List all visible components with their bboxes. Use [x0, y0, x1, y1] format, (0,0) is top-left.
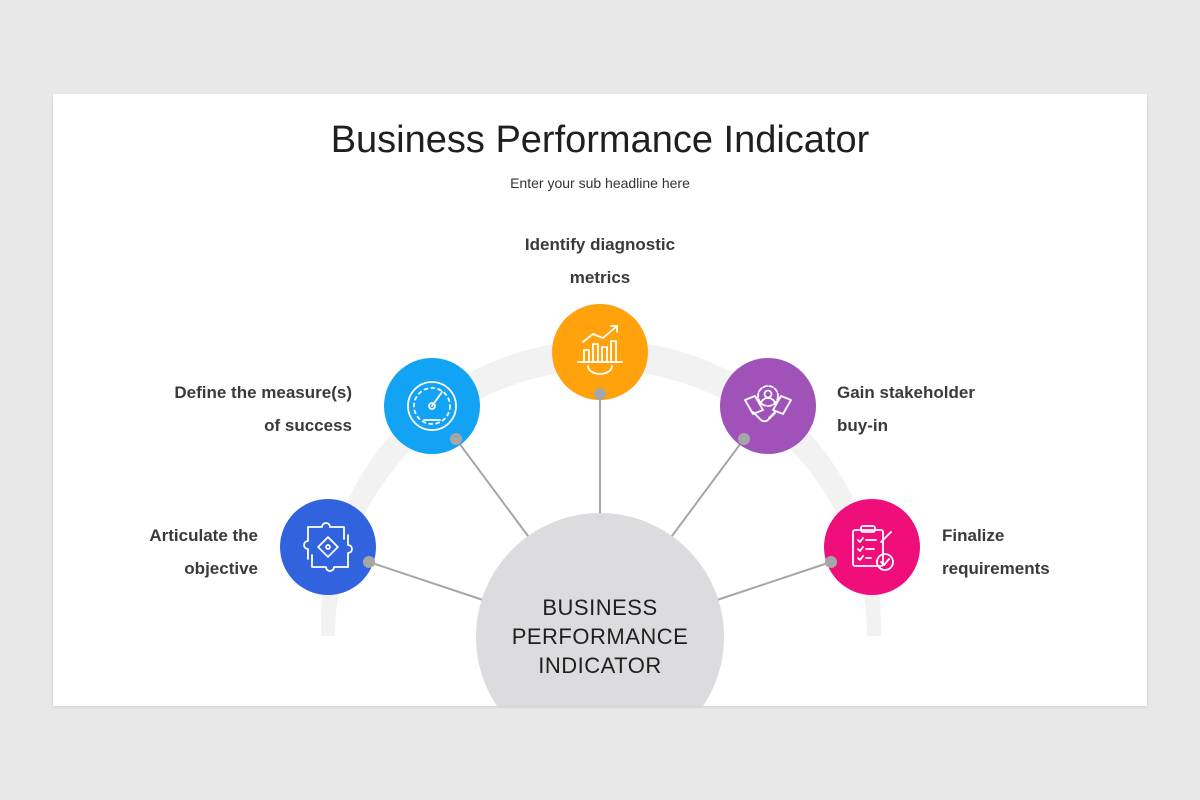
- connector-1: [368, 561, 484, 601]
- label-line: metrics: [569, 268, 631, 287]
- label-line: buy-in: [837, 416, 888, 435]
- label-line: Define the measure(s): [174, 383, 352, 402]
- label-stakeholder-buyin: Gain stakeholder buy-in: [837, 376, 1037, 442]
- node-finalize-requirements: [824, 499, 920, 595]
- label-finalize-requirements: Finalize requirements: [942, 519, 1122, 585]
- center-line-2: PERFORMANCE: [512, 624, 689, 649]
- node-dot-3: [594, 388, 606, 400]
- label-line: objective: [184, 559, 258, 578]
- node-identify-metrics: [552, 304, 648, 400]
- node-define-measures: [384, 358, 480, 454]
- node-articulate-objective: [280, 499, 376, 595]
- node-dot-4: [738, 433, 750, 445]
- slide-subtitle: Enter your sub headline here: [510, 175, 690, 191]
- center-line-1: BUSINESS: [542, 595, 657, 620]
- label-articulate-objective: Articulate the objective: [93, 519, 258, 585]
- label-identify-metrics: Identify diagnostic metrics: [480, 228, 720, 294]
- center-line-3: INDICATOR: [538, 653, 661, 678]
- chart-gear-icon: [577, 325, 623, 375]
- node-circle-1: [280, 499, 376, 595]
- speedometer-icon: [407, 381, 457, 431]
- node-dot-1: [363, 556, 375, 568]
- node-circle-3: [552, 304, 648, 400]
- label-line: Finalize: [942, 526, 1005, 545]
- center-circle: [476, 513, 724, 706]
- performance-diagram: BUSINESS PERFORMANCE INDICATOR: [280, 304, 920, 706]
- slide-title: Business Performance Indicator: [330, 119, 870, 161]
- node-dot-2: [450, 433, 462, 445]
- label-line: requirements: [942, 559, 1050, 578]
- connector-2: [455, 438, 532, 541]
- slide: Business Performance Indicator Enter you…: [53, 94, 1147, 706]
- clipboard-check-icon: [852, 525, 894, 571]
- node-circle-5: [824, 499, 920, 595]
- label-line: Articulate the: [149, 526, 258, 545]
- stakeholder-handshake-icon: [744, 385, 792, 423]
- label-line: Gain stakeholder: [837, 383, 975, 402]
- label-define-measures: Define the measure(s) of success: [133, 376, 352, 442]
- node-dot-5: [825, 556, 837, 568]
- connector-5: [716, 561, 832, 601]
- label-line: of success: [264, 416, 352, 435]
- label-line: Identify diagnostic: [524, 235, 676, 254]
- connector-4: [668, 438, 745, 541]
- node-stakeholder-buyin: [720, 358, 816, 454]
- handshake-puzzle-icon: [303, 522, 353, 572]
